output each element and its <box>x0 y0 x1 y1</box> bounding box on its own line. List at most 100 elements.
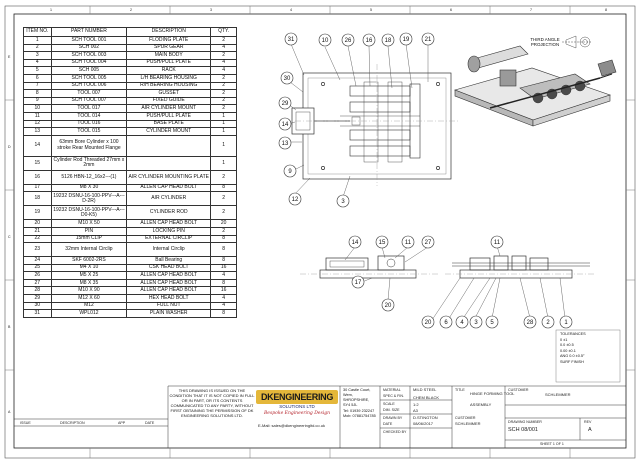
callout-top-12: 12 <box>292 197 299 203</box>
bom-qty: 2 <box>210 51 237 60</box>
bom-part-number: SCH TOOL 005 <box>50 73 128 83</box>
tolerances-box: TOLERANCES 0 ±1 0.0 ±0.5 0.00 ±0.1 ANG 0… <box>560 332 586 365</box>
bom-item-no: 20 <box>23 219 52 228</box>
bom-description: FIXED GUIDE <box>126 96 212 106</box>
address-line: Mob: 07881754785 <box>343 413 376 418</box>
bom-part-number: M4 X 10 <box>50 263 128 273</box>
bom-description: Ball Bearing <box>126 256 212 265</box>
bom-qty: 2 <box>210 226 237 236</box>
bom-part-number: WPL012 <box>50 309 128 318</box>
zone-letter: D <box>8 145 11 149</box>
bom-header-description: DESCRIPTION <box>126 27 212 37</box>
bom-item-no: 11 <box>23 111 52 121</box>
third-angle-projection-symbol <box>562 35 592 49</box>
front-view <box>300 255 595 279</box>
bom-part-number: 19232 DSNU-16-100-PPV---A---D0-K5) <box>50 205 128 221</box>
bom-qty: 2 <box>210 81 237 91</box>
tolerance-row: 0 ±1 <box>560 337 568 342</box>
bom-item-no: 22 <box>23 234 52 244</box>
callout-front-8: 6 <box>444 320 448 326</box>
bom-part-number: SCH TOOL 001 <box>50 36 128 45</box>
logo-name: DKENGINEERING <box>256 390 338 404</box>
bom-item-no: 4 <box>23 58 52 68</box>
bom-qty: 20 <box>210 219 237 228</box>
bom-item-no: 29 <box>23 294 52 303</box>
bom-part-number: 15mm CLIP <box>50 234 128 244</box>
bom-description: ALLEN CAP HEAD BOLT <box>126 286 212 296</box>
bom-item-no: 30 <box>23 301 52 311</box>
logo-subtitle: SOLUTIONS LTD <box>279 404 315 409</box>
bom-description: LOCKING PIN <box>126 226 212 236</box>
spec-label: SPEC & FIN. <box>383 394 404 398</box>
bom-item-no: 5 <box>23 66 52 75</box>
material-value: MILD STEEL <box>413 387 437 392</box>
bom-qty: 4 <box>210 301 237 311</box>
bom-part-number: Cylinder Rod Threaded 27mm x 2mm <box>50 155 128 171</box>
date-value: 08/06/2017 <box>413 421 434 426</box>
drawn-by-label: DRAWN BY <box>383 416 403 420</box>
rev-label-date: DATE <box>145 421 155 425</box>
bom-qty: 8 <box>210 234 237 244</box>
dim-size-label: DIM. SIZE <box>383 408 400 412</box>
callout-front-5: 20 <box>385 303 392 309</box>
title-label: TITLE <box>455 388 465 392</box>
bom-description: AIR CYLINDER MOUNTING PLATE <box>126 169 212 185</box>
size-value: A3 <box>413 408 418 413</box>
bom-item-no: 2 <box>23 43 52 53</box>
bom-description: AIR CYLINDER MOUNT <box>126 104 212 113</box>
bom-header-item: ITEM NO. <box>23 27 52 37</box>
bom-item-no: 13 <box>23 127 52 136</box>
bom-qty: 16 <box>210 263 237 273</box>
bom-header-qty: QTY. <box>210 27 237 37</box>
drawing-subtitle: ASSEMBLY <box>470 402 492 407</box>
bom-description: FLODING PLATE <box>126 36 212 45</box>
zone-number: 8 <box>605 8 607 12</box>
bom-description: ALLEN CAP HEAD BOLT <box>126 219 212 228</box>
bom-item-no: 28 <box>23 286 52 296</box>
callout-front-12: 28 <box>527 320 534 326</box>
bom-item-no: 17 <box>23 183 52 193</box>
bom-item-no: 26 <box>23 271 52 280</box>
callout-top-5: 19 <box>403 37 410 43</box>
bom-description: PUSH/PULL PLATE <box>126 111 212 121</box>
zone-number: 7 <box>530 8 532 12</box>
bom-item-no: 1 <box>23 36 52 45</box>
top-view <box>291 64 460 186</box>
address-line: Wem, <box>343 393 353 398</box>
bom-header-row: ITEM NO. PART NUMBER DESCRIPTION QTY. <box>23 27 237 37</box>
bom-item-no: 14 <box>23 134 52 157</box>
zone-number: 5 <box>370 8 372 12</box>
bom-qty: 8 <box>210 309 237 318</box>
bom-qty: 2 <box>210 191 237 207</box>
bom-description: CYLINDER ROD <box>126 205 212 221</box>
bom-part-number: 19232 DSNU-16-100-PPV---A---D-2R) <box>50 191 128 207</box>
bom-qty: 2 <box>210 169 237 185</box>
bom-item-no: 8 <box>23 89 52 98</box>
bom-part-number: PIN <box>50 226 128 236</box>
callout-front-9: 4 <box>460 320 464 326</box>
bom-part-number: 63mm Bore Cylinder x 100 stroke Rear Mou… <box>50 134 128 157</box>
bom-item-no: 27 <box>23 278 52 288</box>
callout-front-0: 14 <box>352 240 359 246</box>
bom-description: MAIN BODY <box>126 51 212 60</box>
drawing-number-label: DRAWING NUMBER <box>508 420 542 424</box>
callout-front-10: 3 <box>474 320 478 326</box>
zone-letter: A <box>8 410 11 414</box>
bom-description: PLAIN WASHER <box>126 309 212 318</box>
bom-description <box>126 134 212 157</box>
callout-front-7: 20 <box>425 320 432 326</box>
bom-qty: 16 <box>210 286 237 296</box>
bom-item-no: 3 <box>23 51 52 60</box>
bom-part-number: 5126 HBN-12_16x2---(1) <box>50 169 128 185</box>
